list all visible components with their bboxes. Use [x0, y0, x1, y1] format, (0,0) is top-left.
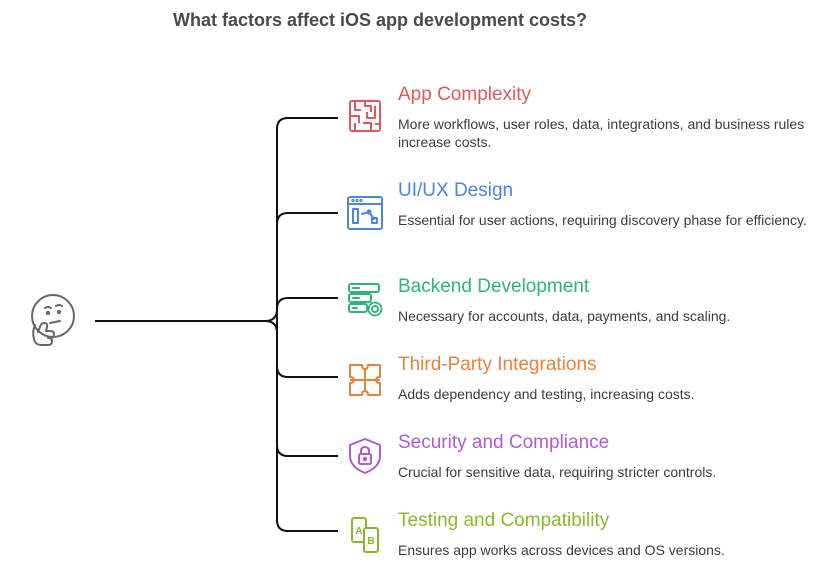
factor-description: More workflows, user roles, data, integr… [398, 116, 805, 150]
factor-description: Essential for user actions, requiring di… [398, 212, 807, 228]
diagram-title: What factors affect iOS app development … [172, 10, 588, 30]
factor-title: App Complexity [398, 84, 532, 105]
shield-lock-icon [345, 436, 385, 476]
devices-icon: A B [345, 514, 385, 554]
factor-description: Crucial for sensitive data, requiring st… [398, 464, 717, 480]
factor-description: Adds dependency and testing, increasing … [398, 386, 695, 402]
ui-window-icon [345, 192, 385, 232]
factor-title: Backend Development [398, 276, 590, 297]
factor-title: Third-Party Integrations [398, 354, 597, 375]
server-gear-icon [345, 280, 385, 320]
factor-title: Testing and Compatibility [398, 510, 610, 531]
svg-text:A: A [355, 526, 362, 537]
factor-title: UI/UX Design [398, 180, 514, 201]
thinking-face-icon [26, 292, 82, 350]
factor-description: Necessary for accounts, data, payments, … [398, 308, 731, 324]
factor-title: Security and Compliance [398, 432, 610, 453]
factor-description: Ensures app works across devices and OS … [398, 542, 725, 558]
maze-icon [345, 96, 385, 136]
puzzle-icon [345, 360, 385, 400]
svg-text:B: B [367, 536, 374, 547]
